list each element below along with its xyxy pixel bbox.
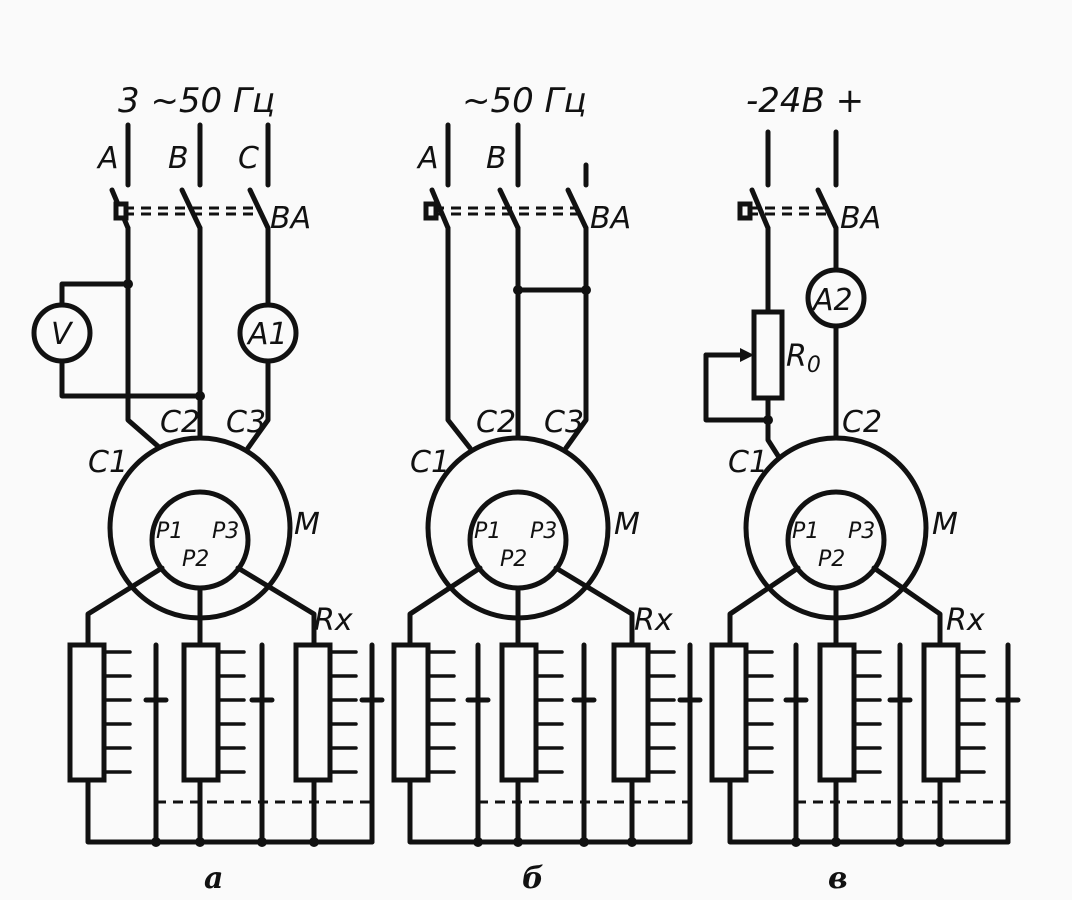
terminal-a-c1: C1 [88, 445, 128, 480]
resistor-a-2 [181, 642, 221, 783]
rotor-terminal-b-p1: P1 [474, 519, 501, 544]
rheostat-label-sub: 0 [807, 353, 821, 378]
voltmeter-lead-bot [59, 357, 203, 399]
phase-label-a-A: A [96, 141, 119, 176]
resistor-label-a-text: Rx [314, 603, 353, 638]
phase-label-a-C: C [238, 141, 259, 176]
caption-v: в [828, 861, 848, 896]
phase-label-a-B: B [168, 141, 189, 176]
voltmeter-symbol [31, 302, 93, 364]
terminal-a-c2: C2 [160, 405, 200, 440]
rotor-terminal-a-p2: P2 [182, 547, 209, 572]
rheostat-label: R0 [786, 339, 821, 378]
resistor-a-1 [67, 642, 107, 783]
panel-a: 3 ~50 Гц A B C BA V A1 C1 C2 C3 [31, 81, 385, 896]
rheostat-symbol [751, 309, 785, 401]
resistor-taps-a [102, 650, 358, 774]
rotor-terminal-b-p2: P2 [500, 547, 527, 572]
switch-label-v: BA [840, 201, 881, 236]
ammeter-a1-symbol [237, 302, 299, 364]
switch-handle-a [113, 201, 129, 221]
rotor-terminal-a-p3: P3 [212, 519, 239, 544]
ammeter-a1-label: A1 [246, 317, 288, 352]
neutral-bus-a [85, 777, 375, 845]
feeder-v-1-bot [765, 395, 785, 465]
switch-handle-v [737, 201, 753, 221]
rheostat-wiper-lead [703, 352, 771, 423]
rotor-lead-a-3 [235, 565, 317, 648]
resistor-bank-v [709, 642, 1021, 847]
resistor-a-3 [293, 642, 333, 783]
switch-label-a: BA [270, 201, 311, 236]
switch-label-b: BA [590, 201, 631, 236]
caption-a: a [204, 861, 223, 896]
resistor-contacts-a [143, 642, 385, 845]
motor-label-a: M [294, 507, 320, 542]
rotor-terminal-v-p2: P2 [818, 547, 845, 572]
resistor-label-b: Rx [634, 603, 673, 638]
terminal-b-c3: C3 [544, 405, 584, 440]
feeder-a-3-bot [245, 357, 271, 451]
voltmeter-lead-top [59, 281, 131, 308]
rotor-terminal-a-p1: P1 [156, 519, 183, 544]
switch-blade-a-3 [247, 187, 271, 231]
motor-label-v: M [932, 507, 958, 542]
supply-label-a: 3 ~50 Гц [118, 81, 275, 121]
terminal-a-c3: C3 [226, 405, 266, 440]
feeder-b-1 [445, 225, 473, 451]
panel-b: ~50 Гц A B BA C1 C2 C3 P1 P2 P3 M Rx [391, 81, 703, 896]
switch-handle-b [423, 201, 439, 221]
resistor-bank-a [67, 642, 385, 847]
supply-label-v: -24B + [746, 81, 864, 121]
resistor-bank-b [391, 642, 703, 847]
panel-v: -24B + BA R0 A2 C1 C2 P1 P2 P3 M Rx [703, 81, 1021, 896]
rotor-lead-a-1 [85, 565, 165, 648]
rotor-terminal-b-p3: P3 [530, 519, 557, 544]
rotor-terminal-v-p1: P1 [792, 519, 819, 544]
rotor-terminal-v-p3: P3 [848, 519, 875, 544]
phase-label-b-A: A [416, 141, 439, 176]
rheostat-label-main: R [786, 339, 807, 374]
motor-label-b: M [614, 507, 640, 542]
feeder-a-1 [125, 225, 163, 451]
phase-label-b-B: B [486, 141, 507, 176]
resistor-label-a: Rx [314, 603, 353, 638]
terminal-v-c2: C2 [842, 405, 882, 440]
voltmeter-label: V [51, 317, 74, 352]
switch-blade-a-2 [179, 187, 203, 231]
resistor-label-v: Rx [946, 603, 985, 638]
ammeter-a2-label: A2 [811, 283, 853, 318]
caption-b: б [522, 861, 544, 896]
terminal-b-c2: C2 [476, 405, 516, 440]
supply-label-b: ~50 Гц [462, 81, 587, 121]
rheostat-arrow-icon [740, 348, 754, 362]
